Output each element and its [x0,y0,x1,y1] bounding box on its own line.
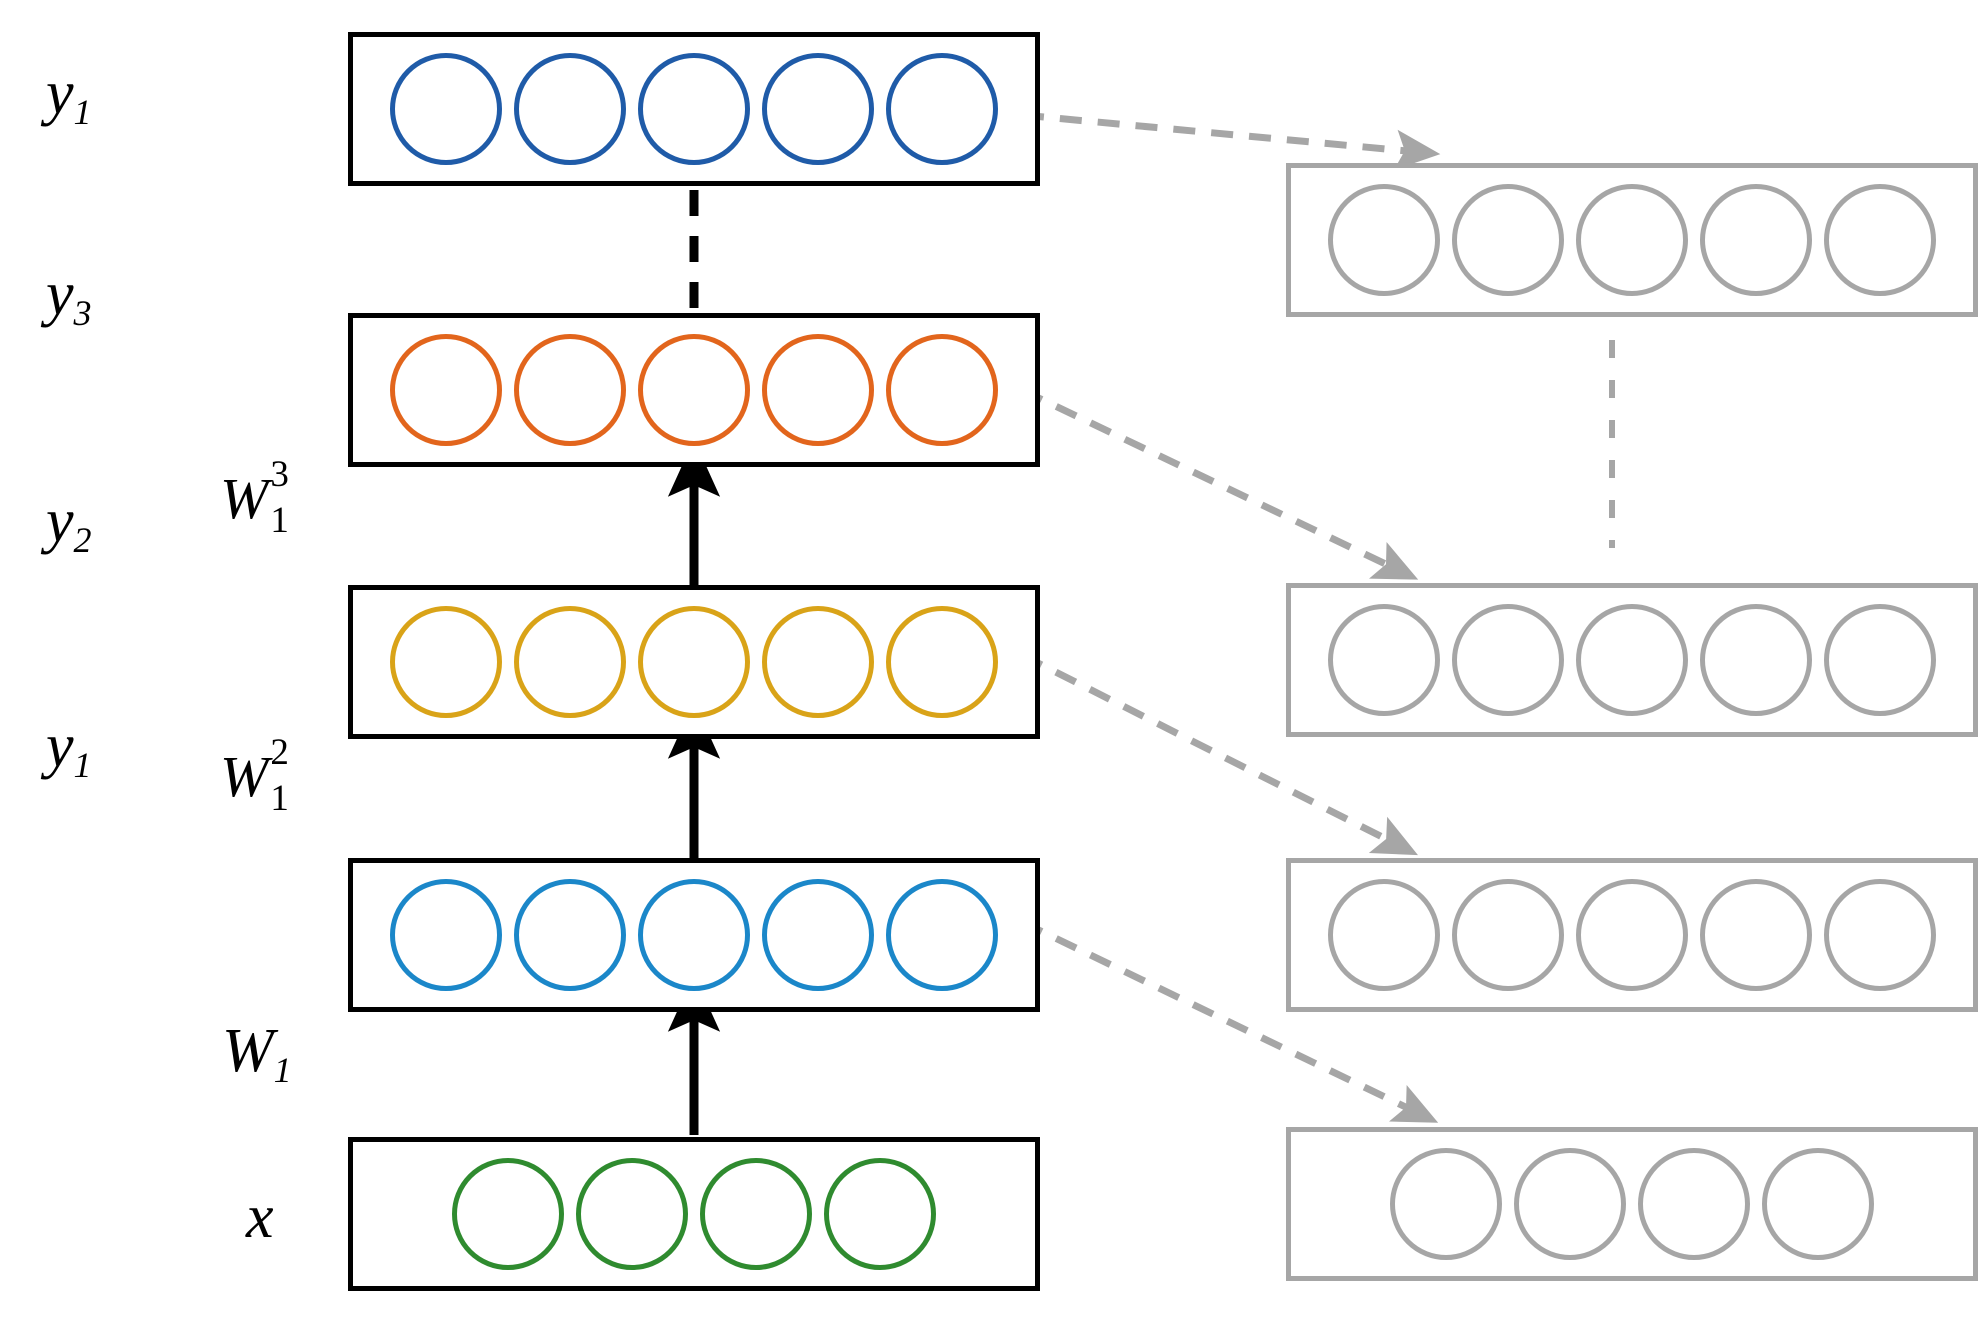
node-circle [638,606,750,718]
node-circle [390,879,502,991]
label-w1: W1 [222,1017,292,1088]
node-circle [390,606,502,718]
node-circle [1824,604,1936,716]
node-circle [762,879,874,991]
label-w1-3-sub: 1 [270,500,289,541]
node-circle [1452,879,1564,991]
ghost-layer-box-top[interactable] [1286,163,1978,317]
label-y1-bottom: y1 [46,712,92,783]
node-circle [1452,184,1564,296]
label-y1-top-sub: 1 [73,91,92,132]
label-w1-base: W [222,1017,274,1085]
layer-box-x[interactable] [348,1137,1040,1291]
label-y1-top: y1 [46,59,92,130]
node-circle [390,53,502,165]
label-y3: y3 [46,260,92,331]
node-row-x [452,1158,936,1270]
node-circle [1824,879,1936,991]
dashed-arrow-y3-to-ghost-third [1020,386,1419,580]
label-w1-2-sub: 1 [270,778,289,819]
node-circle [824,1158,936,1270]
label-x-base: x [246,1183,274,1251]
dashed-arrow-y1top-to-ghost-top [1021,111,1441,171]
node-circle [886,879,998,991]
node-circle [1576,604,1688,716]
label-y2-sub: 2 [73,519,92,560]
node-circle [1452,604,1564,716]
node-row-y3 [390,334,998,446]
node-circle [1328,184,1440,296]
node-circle [576,1158,688,1270]
node-circle [452,1158,564,1270]
node-circle [514,879,626,991]
ghost-layer-box-second[interactable] [1286,858,1978,1012]
ghost-layer-box-third[interactable] [1286,583,1978,737]
node-circle [638,53,750,165]
node-circle [1824,184,1936,296]
ghost-node-row-third [1328,604,1936,716]
label-w1-3-base: W [220,466,269,531]
label-w1-2-base: W [220,744,269,809]
ghost-layer-box-input[interactable] [1286,1127,1978,1281]
layer-box-y1-bottom[interactable] [348,858,1040,1012]
label-y3-sub: 3 [73,292,92,333]
label-y2: y2 [46,487,92,558]
node-row-y1-bottom [390,879,998,991]
node-circle [638,879,750,991]
node-circle [1576,879,1688,991]
node-circle [1514,1148,1626,1260]
node-circle [886,53,998,165]
node-circle [1638,1148,1750,1260]
label-y1-bottom-sub: 1 [73,744,92,785]
node-circle [1700,604,1812,716]
layer-box-y3[interactable] [348,313,1040,467]
node-circle [514,606,626,718]
node-row-y1-top [390,53,998,165]
ghost-node-row-top [1328,184,1936,296]
node-circle [1328,604,1440,716]
label-w1-2-sup: 2 [270,732,289,773]
node-circle [1390,1148,1502,1260]
node-circle [762,53,874,165]
node-circle [762,606,874,718]
label-w1-3-sup: 3 [270,454,289,495]
node-circle [1700,879,1812,991]
ghost-node-row-input [1390,1148,1874,1260]
node-circle [1700,184,1812,296]
node-circle [700,1158,812,1270]
node-circle [514,53,626,165]
label-y3-base: y [46,260,74,328]
node-circle [514,334,626,446]
label-y1-bottom-base: y [46,712,74,780]
ghost-node-row-second [1328,879,1936,991]
layer-box-y2[interactable] [348,585,1040,739]
node-row-y2 [390,606,998,718]
node-circle [638,334,750,446]
label-y1-top-base: y [46,59,74,127]
node-circle [1328,879,1440,991]
label-y2-base: y [46,487,74,555]
label-x: x [246,1186,274,1248]
node-circle [886,334,998,446]
node-circle [886,606,998,718]
layer-box-y1-top[interactable] [348,32,1040,186]
node-circle [1576,184,1688,296]
label-w1-sub: 1 [273,1049,292,1090]
node-circle [390,334,502,446]
node-circle [762,334,874,446]
node-circle [1762,1148,1874,1260]
